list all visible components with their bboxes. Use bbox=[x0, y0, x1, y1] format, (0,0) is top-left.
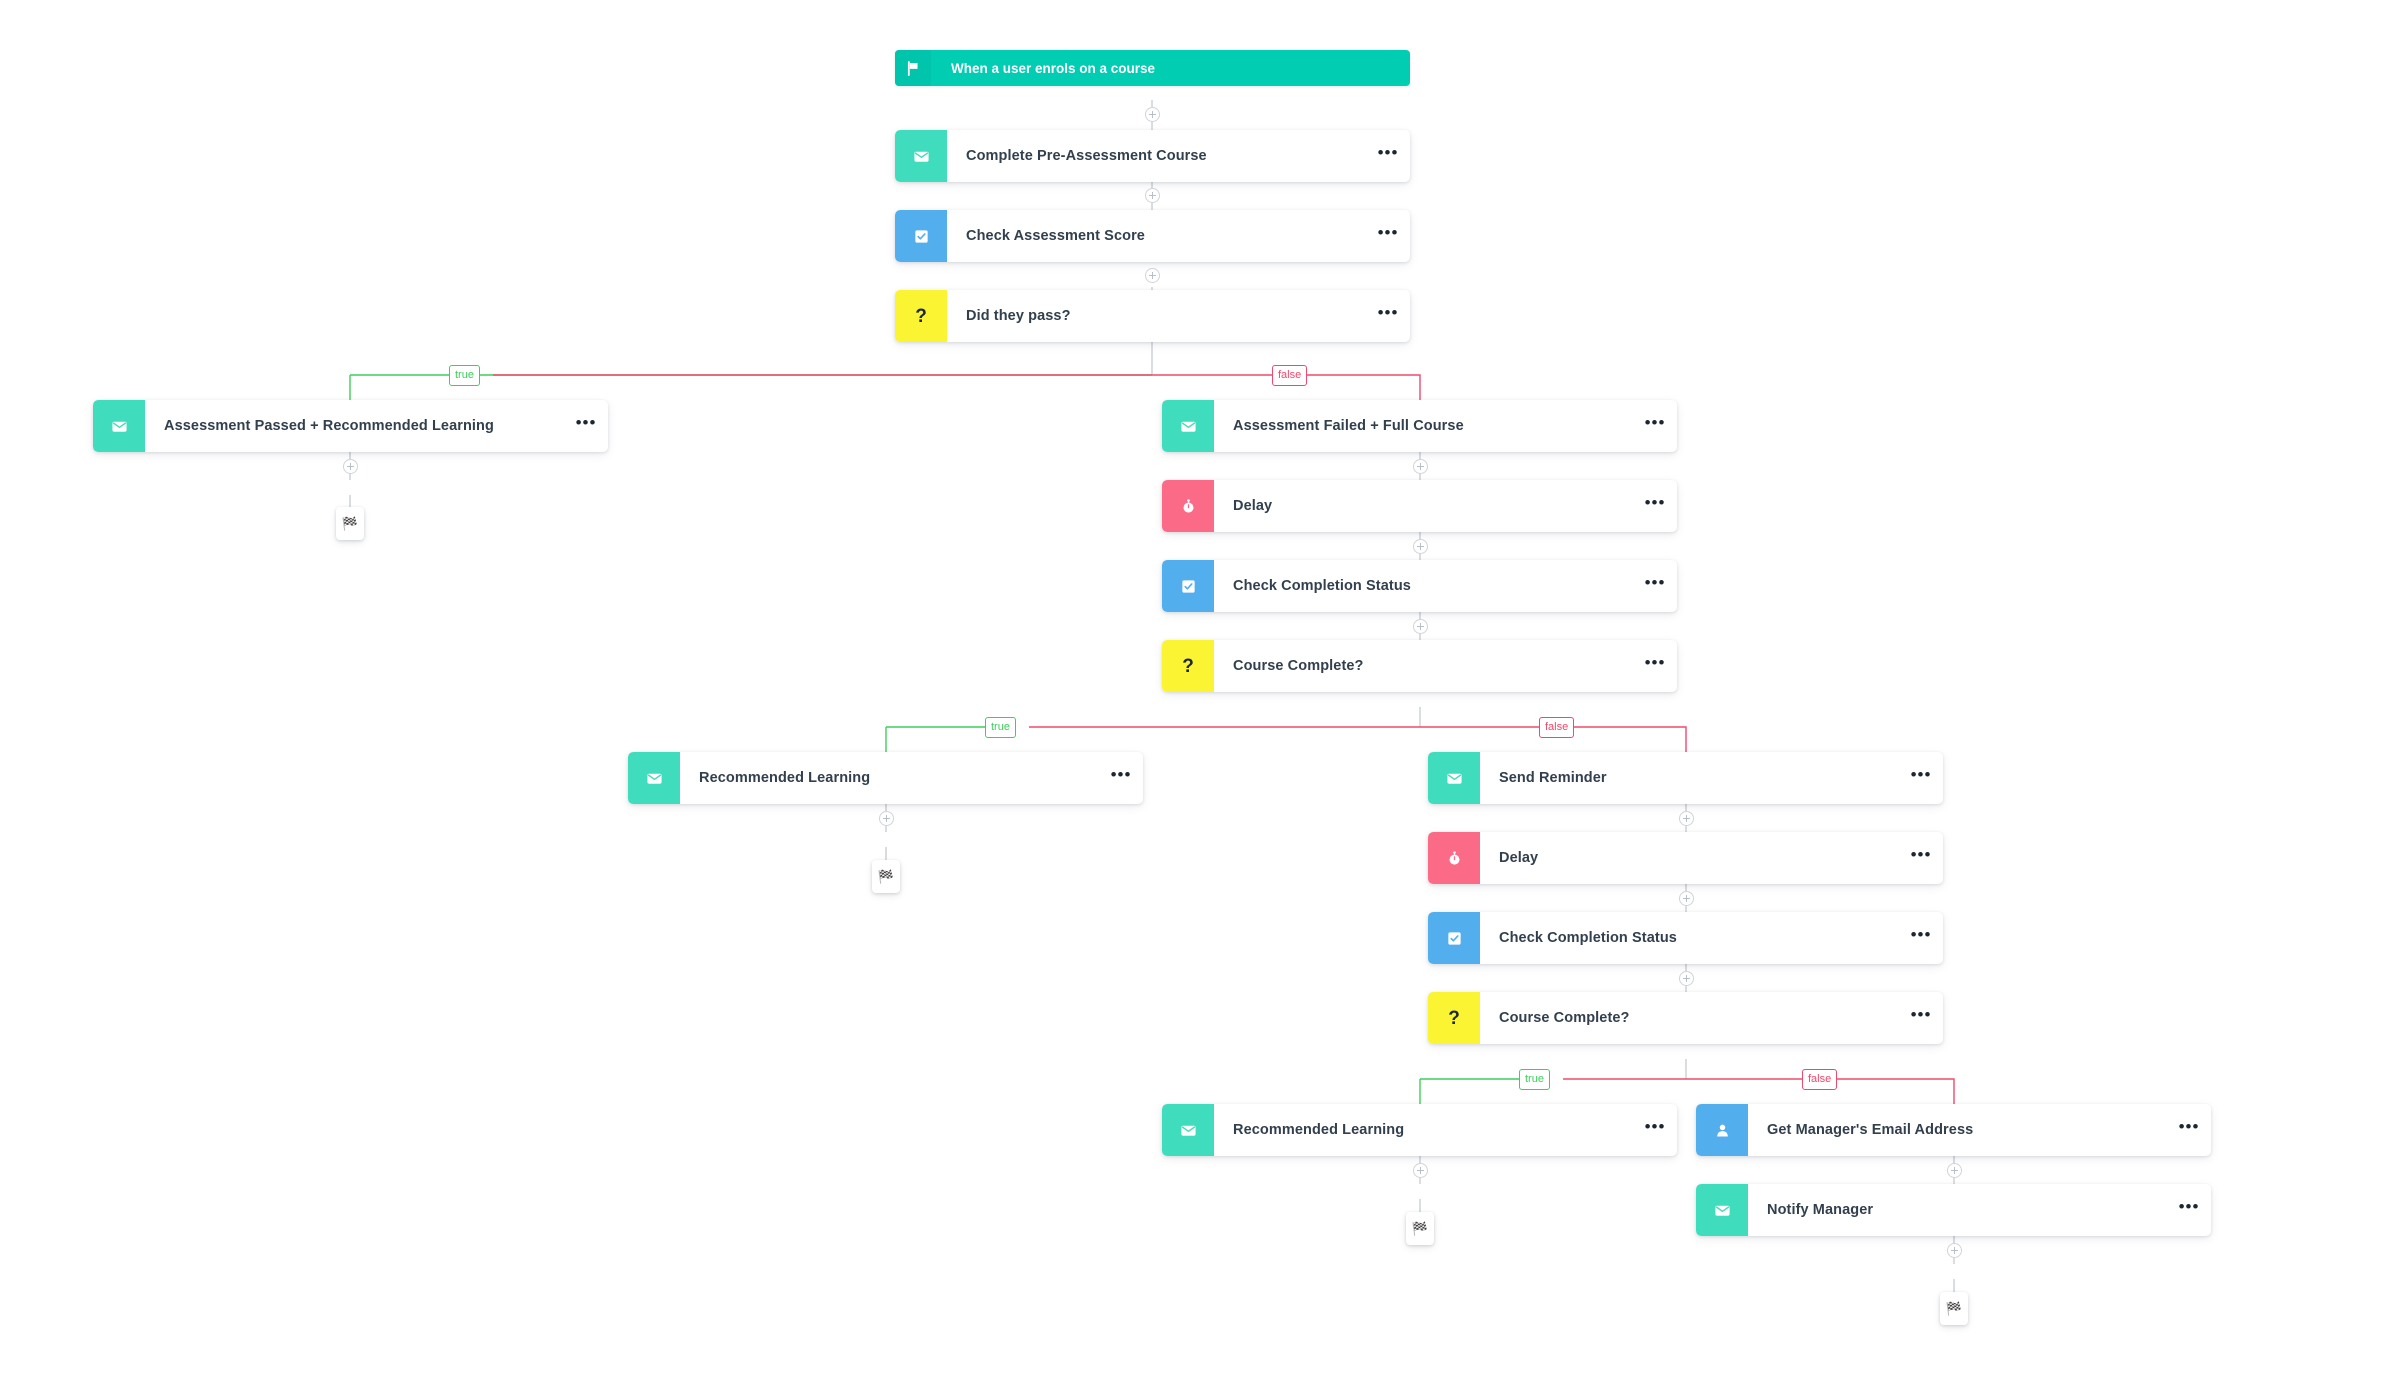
node-label: Course Complete? bbox=[1233, 658, 1364, 674]
node-label: Course Complete? bbox=[1499, 1010, 1630, 1026]
email-icon bbox=[1162, 1104, 1214, 1156]
task-icon bbox=[895, 210, 947, 262]
node-delay-1[interactable]: Delay ••• bbox=[1162, 480, 1677, 532]
node-menu-button[interactable]: ••• bbox=[1377, 143, 1399, 162]
node-menu-button[interactable]: ••• bbox=[1644, 653, 1666, 672]
question-icon: ? bbox=[895, 290, 947, 342]
add-step-button[interactable] bbox=[879, 811, 894, 826]
branch-label-true[interactable]: true bbox=[449, 365, 480, 386]
node-menu-button[interactable]: ••• bbox=[1377, 223, 1399, 242]
add-step-button[interactable] bbox=[1679, 891, 1694, 906]
node-course-complete-2[interactable]: ? Course Complete? ••• bbox=[1428, 992, 1943, 1044]
node-menu-button[interactable]: ••• bbox=[1910, 925, 1932, 944]
node-notify-manager[interactable]: Notify Manager ••• bbox=[1696, 1184, 2211, 1236]
add-step-button[interactable] bbox=[1413, 1163, 1428, 1178]
node-menu-button[interactable]: ••• bbox=[1110, 765, 1132, 784]
node-assessment-passed-recommended-learning[interactable]: Assessment Passed + Recommended Learning… bbox=[93, 400, 608, 452]
branch-label-false[interactable]: false bbox=[1272, 365, 1308, 386]
node-check-completion-status-2[interactable]: Check Completion Status ••• bbox=[1428, 912, 1943, 964]
add-step-button[interactable] bbox=[1413, 539, 1428, 554]
add-step-button[interactable] bbox=[1413, 619, 1428, 634]
node-menu-button[interactable]: ••• bbox=[1644, 573, 1666, 592]
checkered-flag-icon[interactable]: 🏁 bbox=[336, 507, 364, 540]
node-label: Check Assessment Score bbox=[966, 228, 1145, 244]
checkered-flag-icon[interactable]: 🏁 bbox=[1406, 1212, 1434, 1245]
checkered-flag-icon[interactable]: 🏁 bbox=[1940, 1292, 1968, 1325]
node-delay-2[interactable]: Delay ••• bbox=[1428, 832, 1943, 884]
node-label: Check Completion Status bbox=[1233, 578, 1411, 594]
node-label: Complete Pre-Assessment Course bbox=[966, 148, 1207, 164]
question-icon: ? bbox=[1162, 640, 1214, 692]
node-label: Notify Manager bbox=[1767, 1202, 1874, 1218]
node-label: Get Manager's Email Address bbox=[1767, 1122, 1974, 1138]
node-did-they-pass[interactable]: ? Did they pass? ••• bbox=[895, 290, 1410, 342]
person-icon bbox=[1696, 1104, 1748, 1156]
question-glyph: ? bbox=[1448, 1007, 1460, 1029]
node-recommended-learning-1[interactable]: Recommended Learning ••• bbox=[628, 752, 1143, 804]
node-label: Recommended Learning bbox=[699, 770, 871, 786]
node-menu-button[interactable]: ••• bbox=[1910, 1005, 1932, 1024]
add-step-button[interactable] bbox=[1947, 1243, 1962, 1258]
node-label: Recommended Learning bbox=[1233, 1122, 1405, 1138]
question-glyph: ? bbox=[915, 305, 927, 327]
node-get-managers-email-address[interactable]: Get Manager's Email Address ••• bbox=[1696, 1104, 2211, 1156]
node-menu-button[interactable]: ••• bbox=[1644, 413, 1666, 432]
node-check-assessment-score[interactable]: Check Assessment Score ••• bbox=[895, 210, 1410, 262]
task-icon bbox=[1428, 912, 1480, 964]
node-label: Did they pass? bbox=[966, 308, 1071, 324]
trigger-node[interactable]: When a user enrols on a course bbox=[895, 50, 1410, 86]
email-icon bbox=[93, 400, 145, 452]
task-icon bbox=[1162, 560, 1214, 612]
node-label: Assessment Passed + Recommended Learning bbox=[164, 418, 494, 434]
add-step-button[interactable] bbox=[1679, 971, 1694, 986]
node-menu-button[interactable]: ••• bbox=[1644, 1117, 1666, 1136]
trigger-label: When a user enrols on a course bbox=[951, 60, 1156, 76]
email-icon bbox=[1428, 752, 1480, 804]
question-glyph: ? bbox=[1182, 655, 1194, 677]
branch-label-true[interactable]: true bbox=[985, 717, 1016, 738]
node-course-complete-1[interactable]: ? Course Complete? ••• bbox=[1162, 640, 1677, 692]
node-send-reminder[interactable]: Send Reminder ••• bbox=[1428, 752, 1943, 804]
node-assessment-failed-full-course[interactable]: Assessment Failed + Full Course ••• bbox=[1162, 400, 1677, 452]
checkered-flag-icon[interactable]: 🏁 bbox=[872, 860, 900, 893]
add-step-button[interactable] bbox=[1145, 268, 1160, 283]
add-step-button[interactable] bbox=[343, 459, 358, 474]
add-step-button[interactable] bbox=[1145, 107, 1160, 122]
node-menu-button[interactable]: ••• bbox=[2178, 1197, 2200, 1216]
node-menu-button[interactable]: ••• bbox=[575, 413, 597, 432]
node-label: Delay bbox=[1233, 498, 1273, 514]
stopwatch-icon bbox=[1428, 832, 1480, 884]
node-menu-button[interactable]: ••• bbox=[1910, 845, 1932, 864]
question-icon: ? bbox=[1428, 992, 1480, 1044]
branch-label-true[interactable]: true bbox=[1519, 1069, 1550, 1090]
node-label: Check Completion Status bbox=[1499, 930, 1677, 946]
add-step-button[interactable] bbox=[1413, 459, 1428, 474]
node-complete-pre-assessment-course[interactable]: Complete Pre-Assessment Course ••• bbox=[895, 130, 1410, 182]
email-icon bbox=[895, 130, 947, 182]
node-label: Send Reminder bbox=[1499, 770, 1607, 786]
email-icon bbox=[1696, 1184, 1748, 1236]
node-menu-button[interactable]: ••• bbox=[1377, 303, 1399, 322]
email-icon bbox=[628, 752, 680, 804]
branch-label-false[interactable]: false bbox=[1539, 717, 1575, 738]
node-label: Delay bbox=[1499, 850, 1539, 866]
node-label: Assessment Failed + Full Course bbox=[1233, 418, 1464, 434]
branch-label-false[interactable]: false bbox=[1802, 1069, 1838, 1090]
node-menu-button[interactable]: ••• bbox=[2178, 1117, 2200, 1136]
email-icon bbox=[1162, 400, 1214, 452]
stopwatch-icon bbox=[1162, 480, 1214, 532]
add-step-button[interactable] bbox=[1679, 811, 1694, 826]
add-step-button[interactable] bbox=[1947, 1163, 1962, 1178]
node-check-completion-status-1[interactable]: Check Completion Status ••• bbox=[1162, 560, 1677, 612]
node-menu-button[interactable]: ••• bbox=[1644, 493, 1666, 512]
add-step-button[interactable] bbox=[1145, 188, 1160, 203]
node-recommended-learning-2[interactable]: Recommended Learning ••• bbox=[1162, 1104, 1677, 1156]
flag-icon bbox=[895, 50, 931, 86]
node-menu-button[interactable]: ••• bbox=[1910, 765, 1932, 784]
